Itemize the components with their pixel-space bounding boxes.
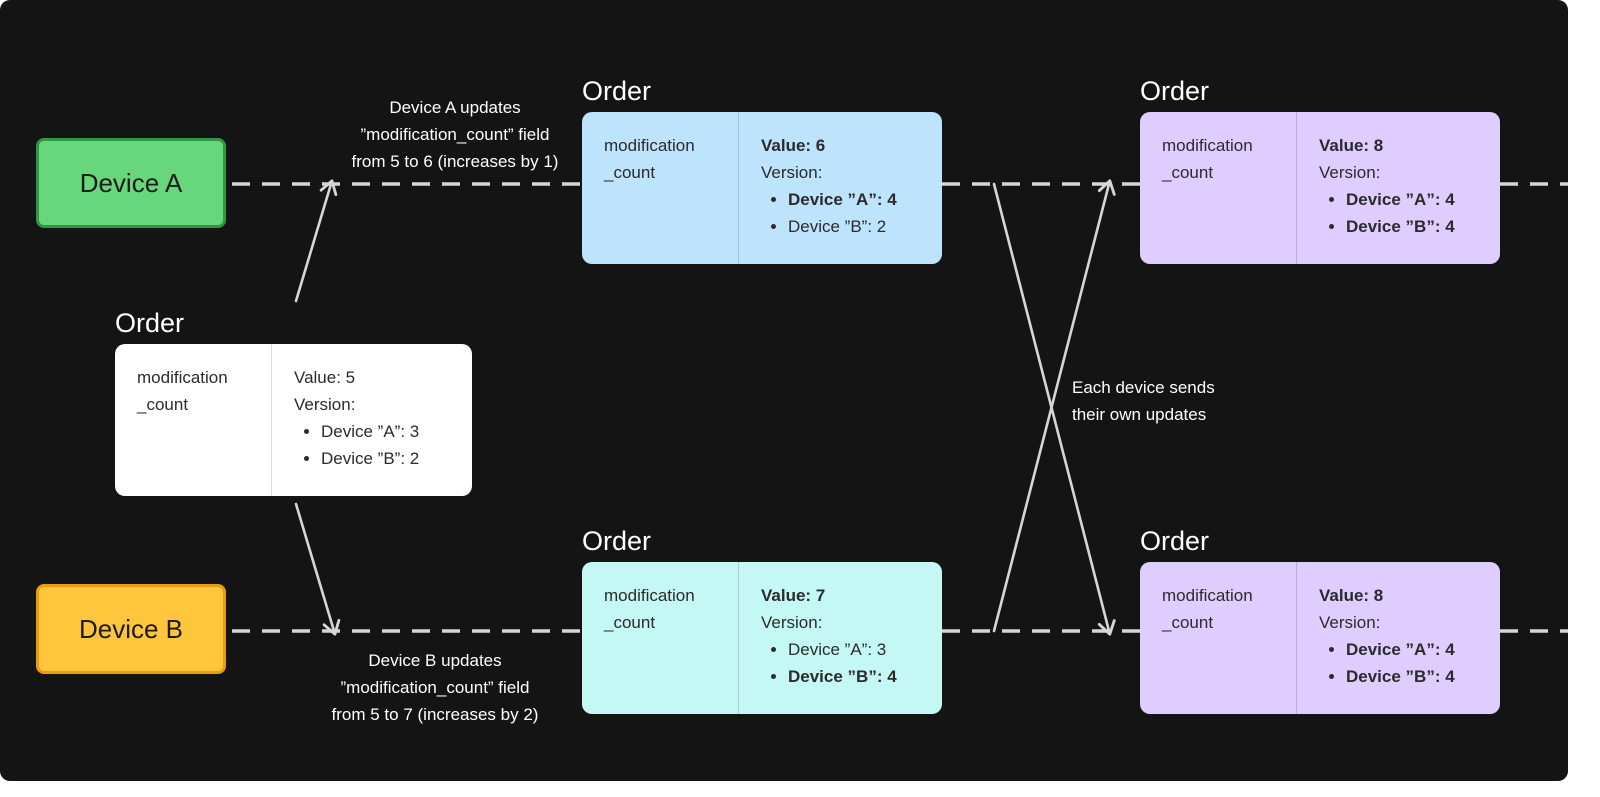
order-origin-version-b: Device ”B”: 2: [321, 445, 419, 472]
order-a2-field: modification _count: [1140, 112, 1297, 264]
order-a2-version-label: Version:: [1319, 163, 1381, 182]
order-origin-value: Value: 5: [294, 368, 356, 387]
order-b1-version-a: Device ”A”: 3: [788, 636, 897, 663]
device-a-node: Device A: [36, 138, 226, 228]
order-b1-value: Value: 7: [761, 586, 826, 605]
order-a1-version-a: Device ”A”: 4: [788, 186, 897, 213]
connector-layer: [232, 179, 1568, 636]
arrow-origin-to-device-a: [294, 179, 338, 303]
order-b2-title: Order: [1140, 526, 1210, 556]
device-b-node: Device B: [36, 584, 226, 674]
order-origin-version-label: Version:: [294, 395, 356, 414]
order-b1-version-b: Device ”B”: 4: [788, 663, 897, 690]
order-a1-value: Value: 6: [761, 136, 826, 155]
order-origin-field: modification _count: [115, 344, 272, 496]
order-a2-version-a: Device ”A”: 4: [1346, 186, 1455, 213]
order-a2-values: Value: 8 Version: Device ”A”: 4 Device ”…: [1297, 112, 1455, 264]
order-b2-version-label: Version:: [1319, 613, 1381, 632]
note-device-b-update: Device B updates ”modification_count” fi…: [331, 651, 539, 724]
order-a2-title: Order: [1140, 76, 1210, 106]
note-device-a-update: Device A updates ”modification_count” fi…: [351, 98, 559, 171]
order-b1-field: modification _count: [582, 562, 739, 714]
order-a1-field: modification _count: [582, 112, 739, 264]
order-a1-version-list: Device ”A”: 4 Device ”B”: 2: [761, 186, 897, 240]
device-a-label: Device A: [79, 167, 183, 198]
order-b2-value: Value: 8: [1319, 586, 1384, 605]
order-a1-values: Value: 6 Version: Device ”A”: 4 Device ”…: [739, 112, 897, 264]
order-b1-title: Order: [582, 526, 652, 556]
diagram-canvas: Device A Device B Order modification _co…: [0, 0, 1568, 781]
order-b2-version-b: Device ”B”: 4: [1346, 663, 1455, 690]
order-origin-values: Value: 5 Version: Device ”A”: 3 Device ”…: [272, 344, 419, 496]
note-sync: Each device sends their own updates: [1072, 378, 1215, 424]
order-a1-version-label: Version:: [761, 163, 823, 182]
order-a2-version-b: Device ”B”: 4: [1346, 213, 1455, 240]
order-origin-card: modification _count Value: 5 Version: De…: [115, 344, 472, 496]
order-origin-version-list: Device ”A”: 3 Device ”B”: 2: [294, 418, 419, 472]
order-a2-version-list: Device ”A”: 4 Device ”B”: 4: [1319, 186, 1455, 240]
order-b2-field: modification _count: [1140, 562, 1297, 714]
arrow-device-b-to-device-a: [992, 179, 1116, 633]
order-origin-version-a: Device ”A”: 3: [321, 418, 419, 445]
order-b2-version-a: Device ”A”: 4: [1346, 636, 1455, 663]
order-a2-value: Value: 8: [1319, 136, 1384, 155]
order-b2-version-list: Device ”A”: 4 Device ”B”: 4: [1319, 636, 1455, 690]
order-b2-card: modification _count Value: 8 Version: De…: [1140, 562, 1500, 714]
order-origin-title: Order: [115, 308, 185, 338]
order-a1-title: Order: [582, 76, 652, 106]
order-b1-version-list: Device ”A”: 3 Device ”B”: 4: [761, 636, 897, 690]
order-b1-values: Value: 7 Version: Device ”A”: 3 Device ”…: [739, 562, 897, 714]
order-a1-card: modification _count Value: 6 Version: De…: [582, 112, 942, 264]
order-b1-card: modification _count Value: 7 Version: De…: [582, 562, 942, 714]
order-a2-card: modification _count Value: 8 Version: De…: [1140, 112, 1500, 264]
device-b-label: Device B: [78, 613, 184, 644]
order-a1-version-b: Device ”B”: 2: [788, 213, 897, 240]
order-b1-version-label: Version:: [761, 613, 823, 632]
arrow-origin-to-device-b: [294, 502, 341, 636]
order-b2-values: Value: 8 Version: Device ”A”: 4 Device ”…: [1297, 562, 1455, 714]
